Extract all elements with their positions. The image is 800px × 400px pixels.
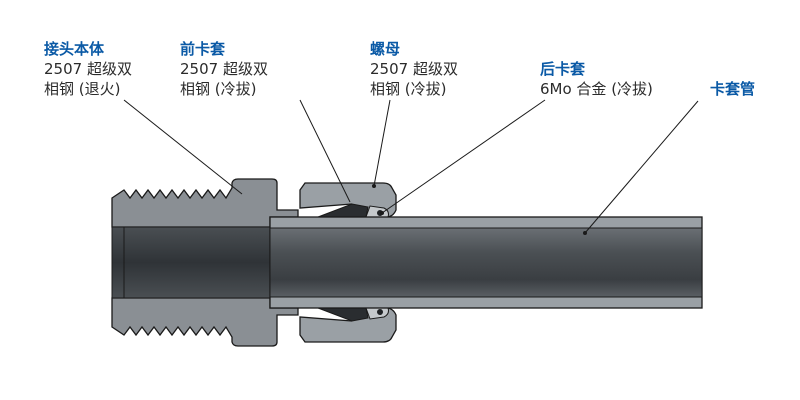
label-nut-line1: 2507 超级双 <box>370 60 458 78</box>
label-tube: 卡套管 <box>710 79 755 99</box>
label-nut-title: 螺母 <box>370 40 401 58</box>
label-fitting-body-line2: 相钢 (退火) <box>44 80 121 98</box>
label-back-ferrule-title: 后卡套 <box>540 60 586 78</box>
label-front-ferrule-line1: 2507 超级双 <box>180 60 268 78</box>
label-back-ferrule: 后卡套 6Mo 合金 (冷拔) <box>540 59 653 99</box>
label-tube-title: 卡套管 <box>710 80 756 98</box>
label-front-ferrule-title: 前卡套 <box>180 40 226 58</box>
fitting-bore <box>111 226 271 299</box>
fitting-body-upper <box>111 178 299 228</box>
label-fitting-body-title: 接头本体 <box>44 40 105 58</box>
label-nut: 螺母 2507 超级双 相钢 (冷拔) <box>370 39 458 99</box>
label-front-ferrule: 前卡套 2507 超级双 相钢 (冷拔) <box>180 39 268 99</box>
fitting-body-lower <box>111 297 299 347</box>
label-front-ferrule-line2: 相钢 (冷拔) <box>180 80 257 98</box>
label-fitting-body-line1: 2507 超级双 <box>44 60 132 78</box>
leader-lines <box>123 99 699 234</box>
label-nut-line2: 相钢 (冷拔) <box>370 80 447 98</box>
tube-bore <box>269 227 703 298</box>
label-back-ferrule-line1: 6Mo 合金 (冷拔) <box>540 80 653 98</box>
label-fitting-body: 接头本体 2507 超级双 相钢 (退火) <box>44 39 132 99</box>
